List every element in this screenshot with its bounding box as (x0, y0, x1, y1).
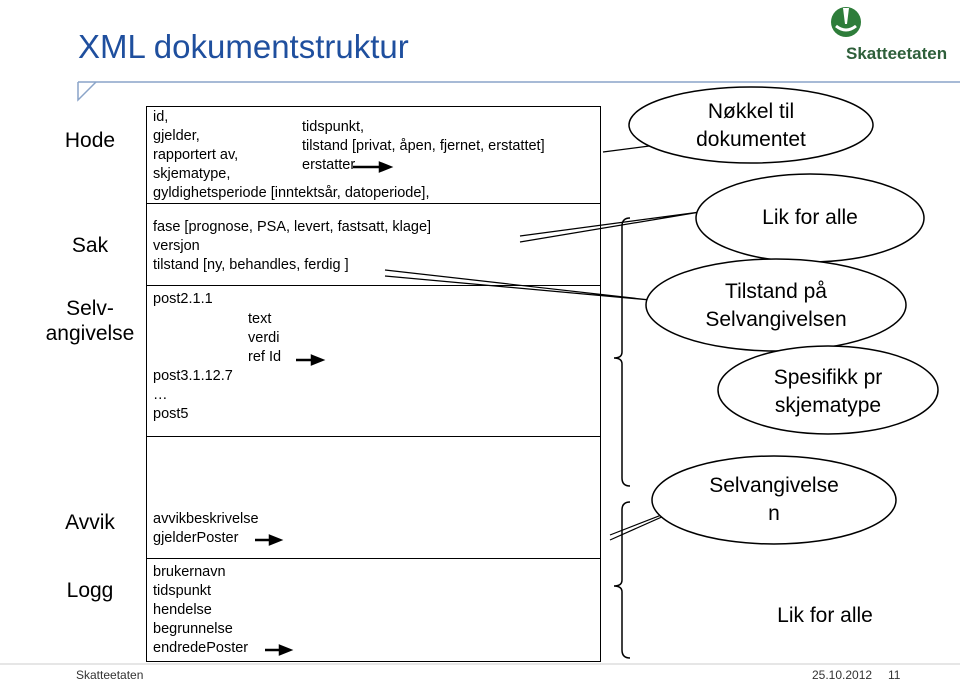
post-item: post3.1.12.7 (153, 368, 233, 384)
post-field: ref Id (248, 349, 282, 365)
logg-field: tidspunkt (153, 583, 212, 599)
hode-fields-right: tidspunkt, tilstand [privat, åpen, fjern… (302, 118, 545, 175)
post-field: text (248, 311, 272, 327)
avvik-field: avvikbeskrivelse (153, 511, 259, 527)
hode-field: erstatter (302, 157, 356, 173)
sak-fields: fase [prognose, PSA, levert, fastsatt, k… (153, 218, 431, 275)
selvangivelse-post-first: post2.1.1 (153, 291, 213, 307)
section-label-selv-line1: Selv- (66, 297, 114, 320)
divider-sak-selvangivelse (146, 285, 601, 286)
section-label-logg: Logg (66, 579, 114, 602)
callout-lik-for-alle-2: Lik for alle (777, 604, 873, 627)
hode-field: rapportert av, (153, 147, 239, 163)
selvangivelse-posts-rest: post3.1.12.7 … post5 (153, 367, 233, 424)
document-structure-box (146, 106, 601, 662)
logg-field: endredePoster (153, 640, 249, 656)
avvik-fields: avvikbeskrivelse gjelderPoster (153, 510, 259, 548)
callout-spesifikk: Spesifikk pr skjematype (722, 364, 934, 420)
sak-field: tilstand [ny, behandles, ferdig ] (153, 257, 349, 273)
post-item: … (153, 387, 168, 403)
callout-tilstand: Tilstand på Selvangivelsen (650, 278, 902, 334)
footer-date: 25.10.2012 (812, 668, 873, 682)
divider-hode-sak (146, 203, 601, 204)
logg-field: hendelse (153, 602, 212, 618)
footer-org: Skatteetaten (76, 668, 144, 682)
callout-text: dokumentet (696, 128, 806, 151)
hode-field: tilstand [privat, åpen, fjernet, erstatt… (302, 138, 545, 154)
page-title: XML dokumentstruktur (78, 28, 409, 65)
divider-selvangivelse-avvik (146, 436, 601, 437)
hode-field: gjelder, (153, 128, 200, 144)
section-label-selvangivelse: Selv- angivelse (20, 296, 160, 346)
post-field: verdi (248, 330, 280, 346)
callout-text: Tilstand på (725, 280, 827, 303)
callout-selvangivelsen: Selvangivelse n (654, 472, 894, 528)
hode-field: tidspunkt, (302, 119, 365, 135)
hode-field: skjematype, (153, 166, 231, 182)
hode-fields-left: id, gjelder, rapportert av, skjematype, … (153, 108, 430, 203)
logg-field: begrunnelse (153, 621, 233, 637)
callout-text: Selvangivelsen (705, 308, 847, 331)
callout-text: Selvangivelse (709, 474, 839, 497)
callout-text: Spesifikk pr (773, 366, 883, 389)
footer-page-number: 11 (888, 668, 901, 682)
section-label-avvik: Avvik (65, 511, 115, 534)
section-label-hode: Hode (64, 129, 116, 152)
divider-avvik-logg (146, 558, 601, 559)
post-item: post5 (153, 406, 189, 422)
sak-field: versjon (153, 238, 200, 254)
callout-text: Nøkkel til (707, 100, 795, 123)
avvik-field: gjelderPoster (153, 530, 239, 546)
hode-field: gyldighetsperiode [inntektsår, datoperio… (153, 185, 430, 201)
section-label-sak: Sak (71, 234, 109, 257)
hode-field: id, (153, 109, 169, 125)
section-label-selv-line2: angivelse (45, 322, 135, 345)
callout-lik-for-alle-1: Lik for alle (762, 206, 858, 229)
logo-text: Skatteetaten (846, 44, 948, 63)
logg-fields: brukernavn tidspunkt hendelse begrunnels… (153, 563, 248, 658)
skatteetaten-logo-icon (831, 7, 861, 37)
sak-field: fase [prognose, PSA, levert, fastsatt, k… (153, 219, 432, 235)
callout-text: n (768, 502, 780, 525)
selvangivelse-post-fields: text verdi ref Id (248, 310, 281, 367)
callout-text: skjematype (774, 394, 882, 417)
callout-nokkel: Nøkkel til dokumentet (640, 98, 862, 154)
logg-field: brukernavn (153, 564, 226, 580)
